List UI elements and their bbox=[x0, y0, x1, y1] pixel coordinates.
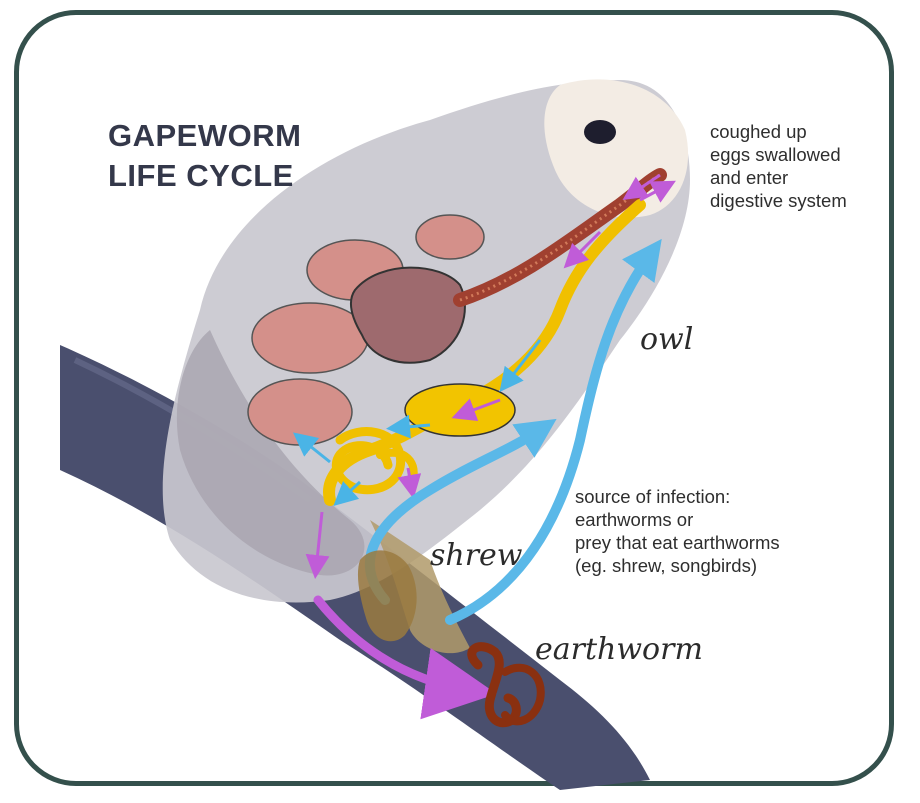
label-shrew: shrew bbox=[430, 538, 523, 573]
organ bbox=[252, 303, 368, 373]
note-line: source of infection: bbox=[575, 485, 780, 508]
diagram-title: GAPEWORM LIFE CYCLE bbox=[108, 116, 301, 196]
title-line-2: LIFE CYCLE bbox=[108, 156, 301, 196]
organ bbox=[248, 379, 352, 445]
title-line-1: GAPEWORM bbox=[108, 116, 301, 156]
organ bbox=[416, 215, 484, 259]
note-line: (eg. shrew, songbirds) bbox=[575, 554, 780, 577]
note-source-of-infection: source of infection: earthworms or prey … bbox=[575, 485, 780, 577]
note-coughed-up: coughed up eggs swallowed and enter dige… bbox=[710, 120, 847, 212]
note-line: digestive system bbox=[710, 189, 847, 212]
label-earthworm: earthworm bbox=[535, 632, 703, 667]
note-line: and enter bbox=[710, 166, 847, 189]
gut-loop bbox=[405, 384, 515, 436]
note-line: earthworms or bbox=[575, 508, 780, 531]
label-owl: owl bbox=[640, 322, 693, 357]
note-line: coughed up bbox=[710, 120, 847, 143]
owl-eye bbox=[584, 120, 616, 144]
note-line: eggs swallowed bbox=[710, 143, 847, 166]
note-line: prey that eat earthworms bbox=[575, 531, 780, 554]
